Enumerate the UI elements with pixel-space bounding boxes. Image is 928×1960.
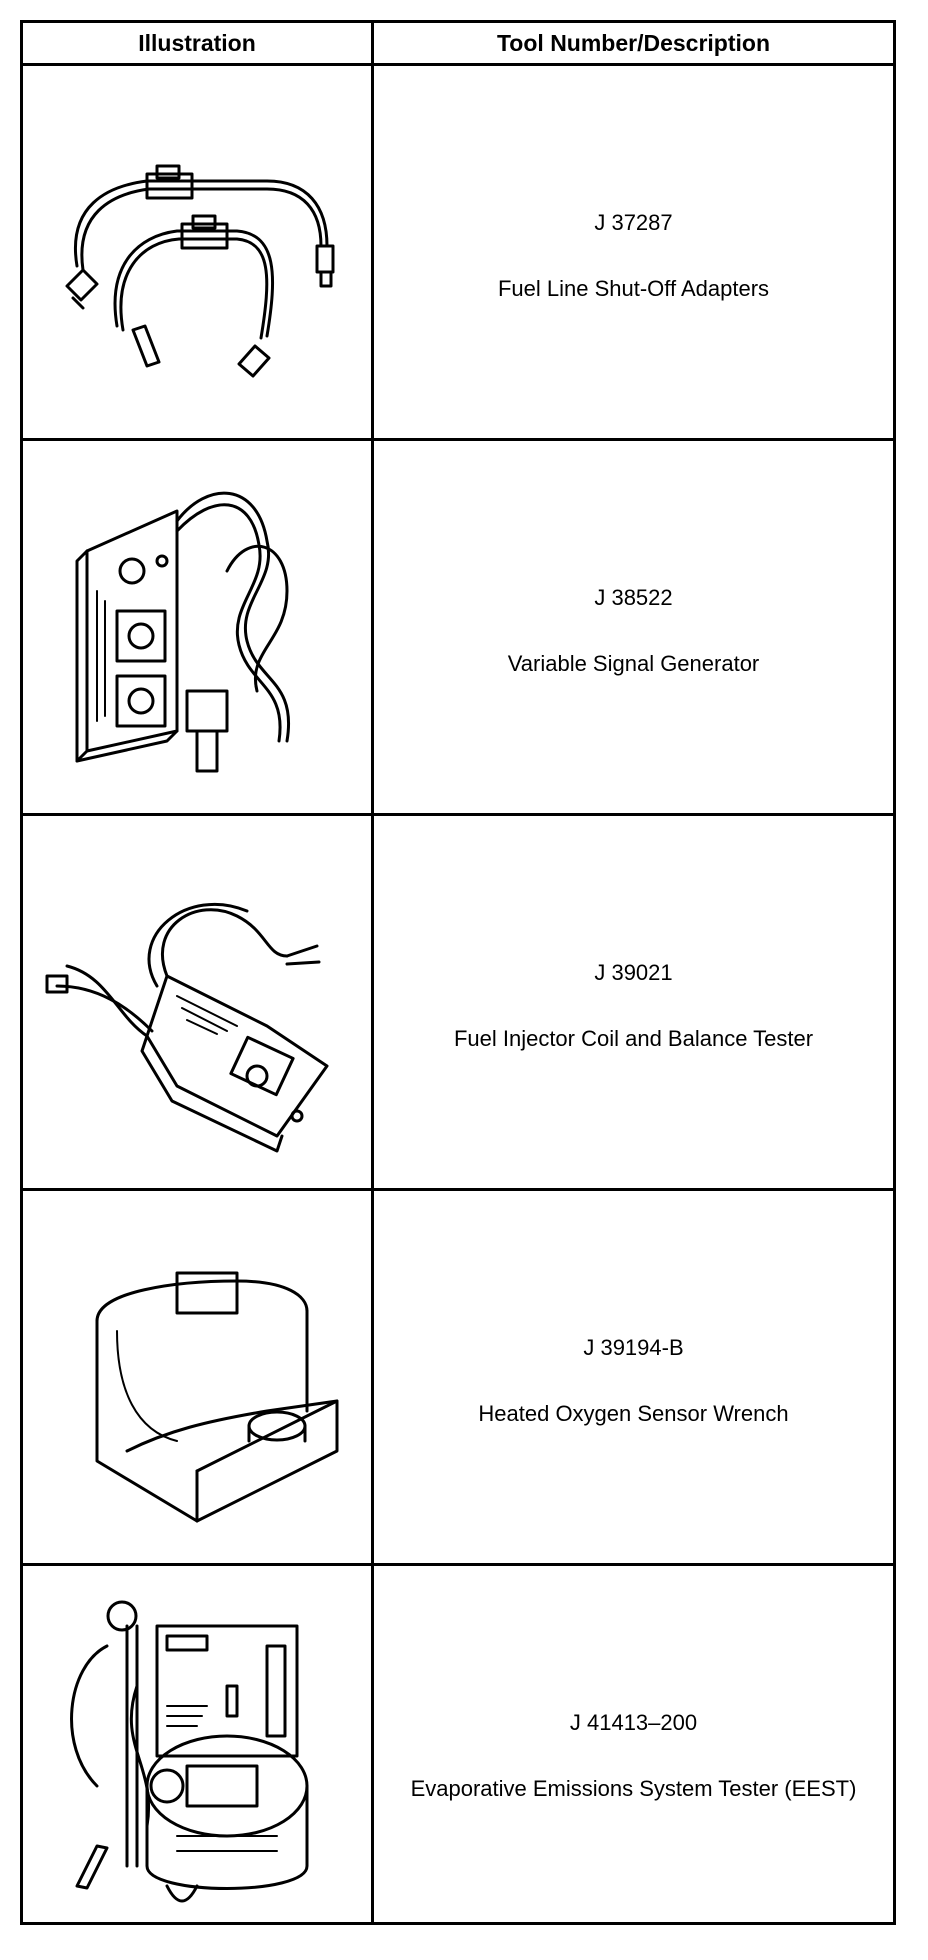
table-row: J 39194-B Heated Oxygen Sensor Wrench [23,1191,893,1566]
header-tool-number-description: Tool Number/Description [496,30,771,56]
tool-description: Variable Signal Generator [507,651,760,676]
illustration-cell [23,1191,371,1563]
table-row: J 41413–200 Evaporative Emissions System… [23,1566,893,1922]
table-row: J 38522 Variable Signal Generator [23,441,893,816]
column-divider [371,23,374,1922]
tool-description: Fuel Line Shut-Off Adapters [497,276,770,301]
description-cell: J 39194-B Heated Oxygen Sensor Wrench [374,1191,893,1563]
tool-number: J 39021 [594,960,673,985]
tool-description: Heated Oxygen Sensor Wrench [478,1401,789,1426]
table-row: J 37287 Fuel Line Shut-Off Adapters [23,66,893,441]
tool-number: J 41413–200 [569,1710,698,1735]
oxygen-sensor-wrench-icon [95,1271,339,1523]
table-row: J 39021 Fuel Injector Coil and Balance T… [23,816,893,1191]
header-illustration: Illustration [138,30,256,56]
injector-tester-icon [45,902,329,1153]
tool-description: Evaporative Emissions System Tester (EES… [410,1776,857,1801]
description-cell: J 38522 Variable Signal Generator [374,441,893,813]
illustration-cell [23,441,371,813]
tool-table: Illustration Tool Number/Description [20,20,896,1925]
eest-tester-icon [70,1600,309,1903]
tool-number: J 39194-B [583,1335,684,1360]
illustration-cell [23,1566,371,1922]
tool-number: J 38522 [594,585,673,610]
signal-generator-icon [75,491,291,773]
illustration-cell [23,816,371,1188]
tool-description: Fuel Injector Coil and Balance Tester [453,1026,814,1051]
tool-number: J 37287 [594,210,673,235]
table-header: Illustration Tool Number/Description [23,23,893,66]
description-cell: J 41413–200 Evaporative Emissions System… [374,1566,893,1922]
description-cell: J 37287 Fuel Line Shut-Off Adapters [374,66,893,438]
fuel-line-adapters-icon [65,164,335,378]
description-cell: J 39021 Fuel Injector Coil and Balance T… [374,816,893,1188]
illustration-cell [23,66,371,438]
